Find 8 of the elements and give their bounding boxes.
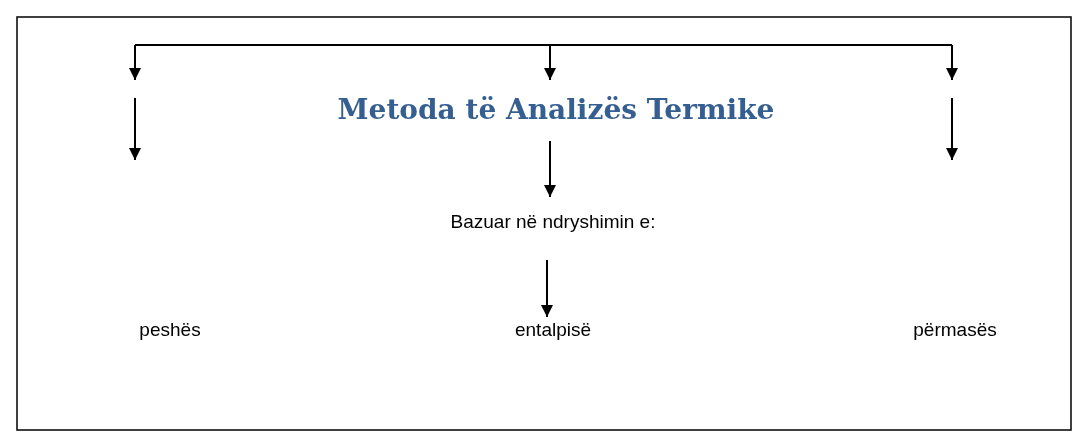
- arrow: [544, 140, 556, 198]
- node-label: përmasës: [913, 319, 997, 341]
- diagram-title: Metoda të Analizës Termike: [337, 80, 775, 141]
- node-label: Bazuar në ndryshimin e:: [450, 197, 656, 260]
- node-label: entalpisë: [514, 317, 592, 341]
- node-label: peshës: [139, 319, 201, 341]
- arrow: [541, 259, 553, 318]
- arrow: [544, 44, 556, 81]
